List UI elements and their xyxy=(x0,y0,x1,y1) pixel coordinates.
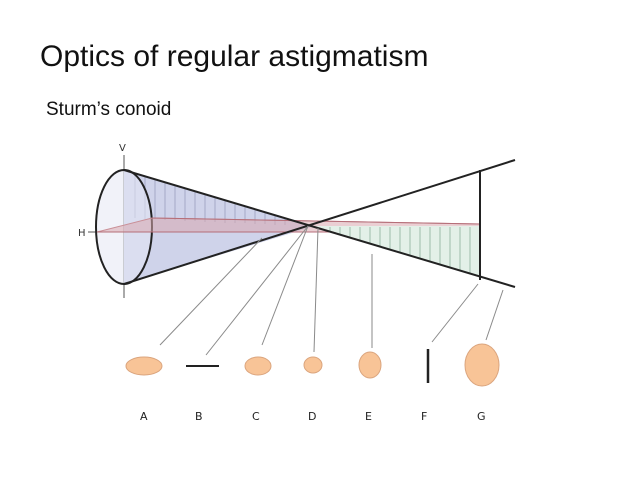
cross-section-c xyxy=(244,356,272,376)
leader-line-b xyxy=(205,225,309,356)
leader-line-d xyxy=(313,227,319,353)
horizontal-plane-edge-upper xyxy=(151,217,481,225)
cross-section-label-d: D xyxy=(308,410,316,423)
lower-ray xyxy=(123,159,516,285)
leader-line-g xyxy=(485,289,504,341)
post-focal-hatching xyxy=(329,227,471,273)
cross-section-label-f: F xyxy=(421,410,427,423)
cross-section-label-c: C xyxy=(252,410,260,423)
cross-section-e xyxy=(358,351,382,379)
cross-section-label-a: A xyxy=(140,410,148,423)
leader-lines xyxy=(159,225,504,356)
cross-section-label-e: E xyxy=(365,410,372,423)
leader-line-a xyxy=(159,237,263,346)
cross-section-g xyxy=(464,343,500,387)
cross-section-d xyxy=(303,356,323,374)
upper-ray xyxy=(123,169,516,288)
slide-subtitle: Sturm’s conoid xyxy=(46,99,172,120)
horizontal-axis-label: H xyxy=(78,228,86,239)
cross-section-a xyxy=(125,356,163,376)
leader-line-c xyxy=(261,225,309,346)
leader-line-f xyxy=(431,283,479,343)
cross-section-label-b: B xyxy=(195,410,203,423)
slide-title: Optics of regular astigmatism xyxy=(40,40,429,73)
cross-section-label-g: G xyxy=(477,410,486,423)
vertical-axis-label: V xyxy=(119,143,126,154)
